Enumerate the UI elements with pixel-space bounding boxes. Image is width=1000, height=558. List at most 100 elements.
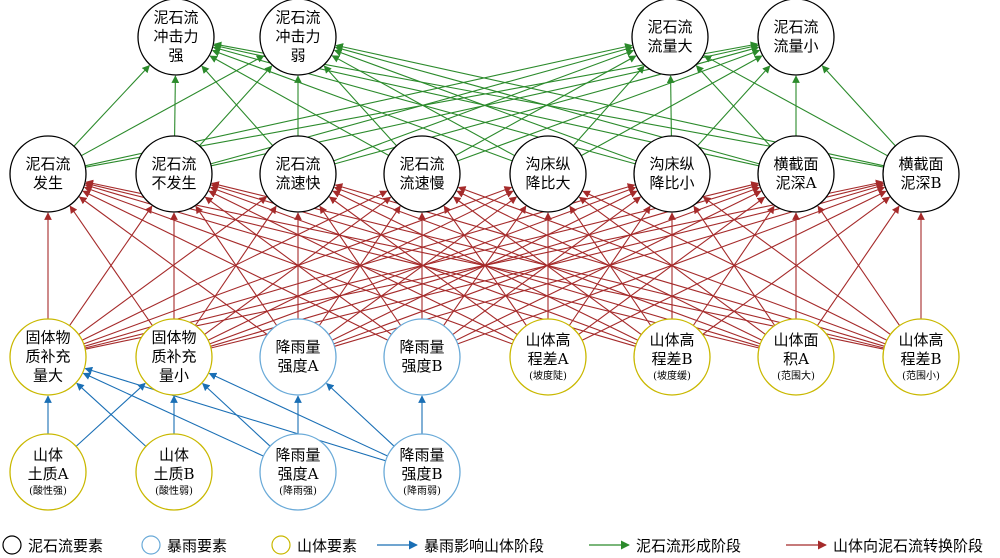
- legend-debris-swatch: [2, 535, 22, 555]
- node-label-b1-1: 质补充: [25, 348, 70, 366]
- mountain-to-debris-edge-b7-m1: [85, 181, 760, 349]
- node-label-b1-0: 固体物: [25, 329, 70, 347]
- node-label-m7-0: 横截面: [773, 155, 818, 173]
- node-label-b2-0: 固体物: [151, 329, 196, 347]
- node-note-r2: (酸性弱): [155, 484, 193, 497]
- node-label-m8-1: 泥深B: [900, 174, 941, 192]
- mountain-to-debris-edge-b5-m1: [83, 186, 513, 345]
- node-circle-m3: [259, 135, 337, 213]
- node-circle-b6: [633, 318, 711, 396]
- mountain-to-debris-edge-b8-m1: [85, 179, 884, 350]
- node-label-m3-1: 流速快: [275, 174, 320, 192]
- node-label-m2-0: 泥石流: [151, 155, 196, 173]
- mountain-to-debris-edge-b8-m7: [817, 205, 901, 326]
- debris-formation-edge-m5-t4: [581, 55, 763, 157]
- node-circle-b1: [9, 318, 87, 396]
- mountain-to-debris-edge-b8-m4: [457, 186, 886, 345]
- legend: 泥石流要素 暴雨要素 山体要素 暴雨影响山体阶段 泥石流形成阶段 山体向泥石流转…: [2, 535, 983, 555]
- node-label-b1-2: 量大: [33, 367, 63, 385]
- node-label-b7-0: 山体面: [773, 331, 818, 349]
- node-label-t2-1: 冲击力: [275, 28, 320, 46]
- node-circle-b2: [135, 318, 213, 396]
- node-circle-b7: [757, 318, 835, 396]
- node-label-b5-1: 程差A: [528, 350, 569, 368]
- node-label-r4-0: 降雨量: [399, 446, 444, 464]
- rain-to-mountain-edge-r4-b3: [326, 382, 395, 447]
- node-label-b8-0: 山体高: [898, 331, 943, 349]
- node-circle-m2: [135, 135, 213, 213]
- node-label-t3-0: 泥石流: [647, 18, 692, 36]
- debris-formation-edge-m5-t1: [211, 49, 513, 162]
- node-label-b4-1: 强度B: [401, 357, 442, 375]
- node-note-b5: (坡度陡): [529, 369, 567, 382]
- node-circle-t3: [631, 0, 709, 76]
- node-note-b7: (范围大): [777, 369, 815, 382]
- node-label-m6-0: 沟床纵: [649, 155, 694, 173]
- node-label-t4-1: 流量小: [773, 37, 818, 55]
- node-label-b8-1: 程差B: [900, 350, 941, 368]
- node-label-b6-0: 山体高: [649, 331, 694, 349]
- debris-formation-edge-m3-t3: [333, 49, 635, 162]
- mountain-to-debris-edge-b8-m5: [582, 190, 888, 341]
- debris-formation-edge-m1-t2: [81, 55, 265, 157]
- debris-formation-edge-m2-t1: [171, 75, 180, 137]
- node-note-r4: (降雨弱): [403, 484, 441, 497]
- node-label-b3-0: 降雨量: [275, 338, 320, 356]
- legend-rain-to-mountain-label: 暴雨影响山体阶段: [424, 537, 544, 555]
- legend-rain-label: 暴雨要素: [167, 537, 227, 555]
- nodes-layer: 泥石流冲击力强泥石流冲击力弱泥石流流量大泥石流流量小泥石流发生泥石流不发生泥石流…: [9, 0, 960, 511]
- node-circle-m4: [383, 135, 461, 213]
- node-label-m1-1: 发生: [33, 174, 63, 192]
- node-circle-r2: [135, 433, 213, 511]
- node-note-b8: (范围小): [902, 369, 940, 382]
- node-label-r1-1: 土质A: [28, 465, 69, 483]
- node-label-t1-2: 强: [168, 47, 183, 65]
- debris-formation-edge-m2-t2: [199, 65, 273, 147]
- node-circle-t4: [757, 0, 835, 76]
- node-note-b6: (坡度缓): [653, 369, 691, 382]
- node-label-b4-0: 降雨量: [399, 338, 444, 356]
- node-circle-b8: [882, 318, 960, 396]
- debris-formation-edge-m4-t1: [209, 55, 390, 156]
- node-note-r3: (降雨强): [279, 484, 317, 497]
- node-label-b7-1: 积A: [783, 350, 809, 368]
- node-circle-m8: [882, 135, 960, 213]
- node-label-m1-0: 泥石流: [25, 155, 70, 173]
- node-label-m4-0: 泥石流: [399, 155, 444, 173]
- node-label-t1-0: 泥石流: [153, 9, 198, 27]
- debris-formation-edge-m4-t2: [323, 65, 397, 147]
- legend-rain-swatch: [141, 535, 161, 555]
- node-label-b2-1: 质补充: [151, 348, 196, 366]
- legend-debris-formation-label: 泥石流形成阶段: [636, 537, 741, 555]
- node-label-t4-0: 泥石流: [773, 18, 818, 36]
- node-circle-m1: [9, 135, 87, 213]
- node-label-b2-2: 量小: [159, 367, 189, 385]
- debris-formation-edge-m6-t3: [666, 75, 675, 137]
- legend-mountain-to-debris-label: 山体向泥石流转换阶段: [833, 537, 983, 555]
- node-label-m6-1: 降比小: [649, 174, 694, 192]
- node-label-t1-1: 冲击力: [153, 28, 198, 46]
- debris-formation-edge-m8-t3: [703, 55, 888, 157]
- node-label-r2-0: 山体: [159, 446, 189, 464]
- node-circle-b5: [509, 318, 587, 396]
- node-label-m3-0: 泥石流: [275, 155, 320, 173]
- mountain-to-debris-edge-b3-m1: [78, 196, 268, 336]
- node-label-t3-1: 流量大: [647, 37, 692, 55]
- debris-formation-edge-m7-t3: [695, 65, 771, 147]
- node-circle-r1: [9, 433, 87, 511]
